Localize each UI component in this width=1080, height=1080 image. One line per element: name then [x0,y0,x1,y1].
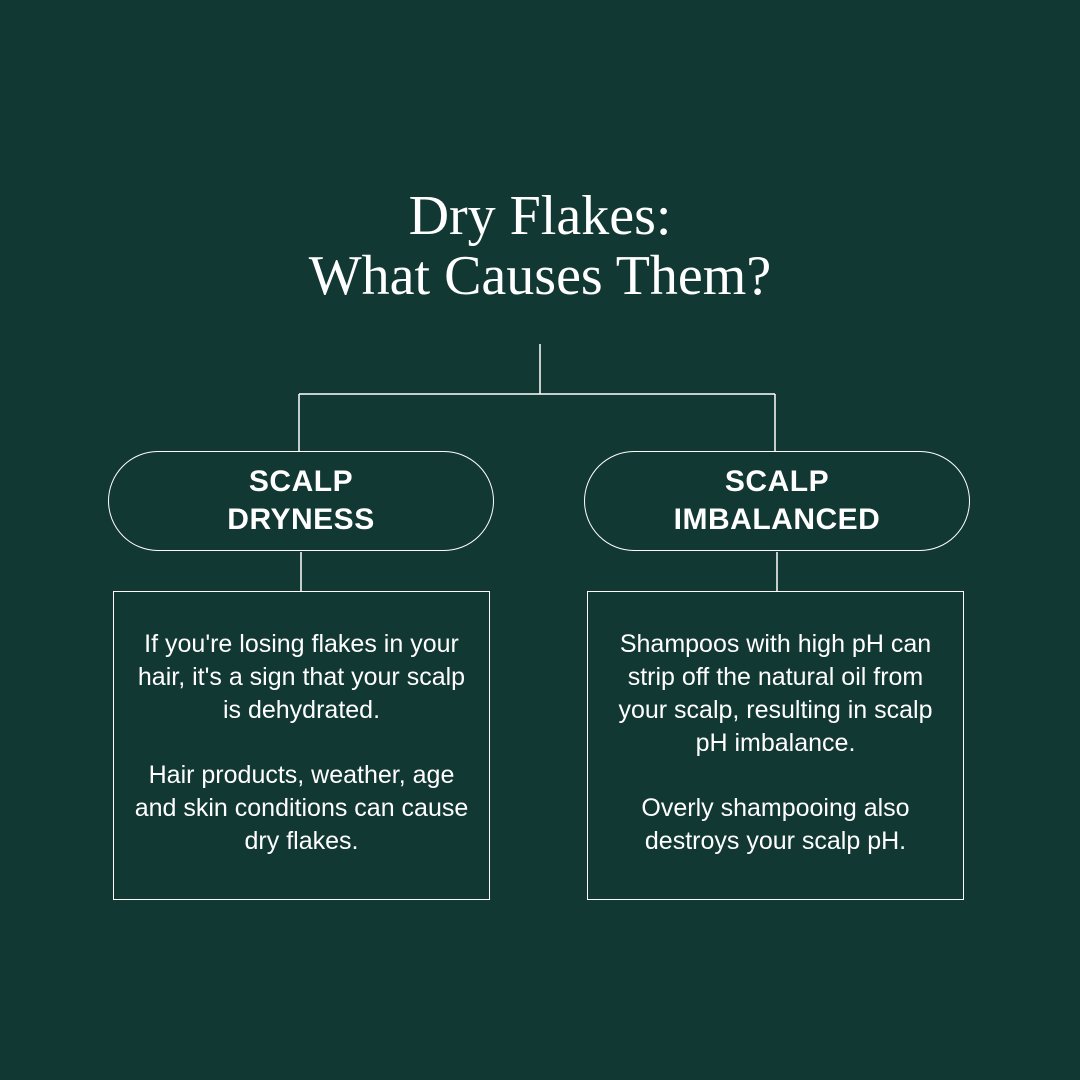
diagram-title: Dry Flakes: What Causes Them? [0,186,1080,306]
title-line-2: What Causes Them? [308,245,772,307]
scalp-dryness-paragraph-2: Hair products, weather, age and skin con… [134,761,469,855]
scalp-imbalanced-paragraph-2: Overly shampooing also destroys your sca… [641,794,910,855]
scalp-dryness-description: If you're losing flakes in your hair, it… [113,591,490,900]
scalp-dryness-node: SCALP DRYNESS [108,451,494,551]
scalp-imbalanced-paragraph-1: Shampoos with high pH can strip off the … [618,630,933,757]
scalp-dryness-paragraph-1: If you're losing flakes in your hair, it… [137,630,466,724]
scalp-dryness-heading-line-2: DRYNESS [227,503,375,536]
scalp-imbalanced-heading-line-1: SCALP [724,465,830,498]
scalp-dryness-heading-line-1: SCALP [248,465,354,498]
scalp-imbalanced-heading-line-2: IMBALANCED [673,503,881,536]
scalp-imbalanced-description: Shampoos with high pH can strip off the … [587,591,964,900]
title-line-1: Dry Flakes: [408,185,672,247]
scalp-imbalanced-node: SCALP IMBALANCED [584,451,970,551]
